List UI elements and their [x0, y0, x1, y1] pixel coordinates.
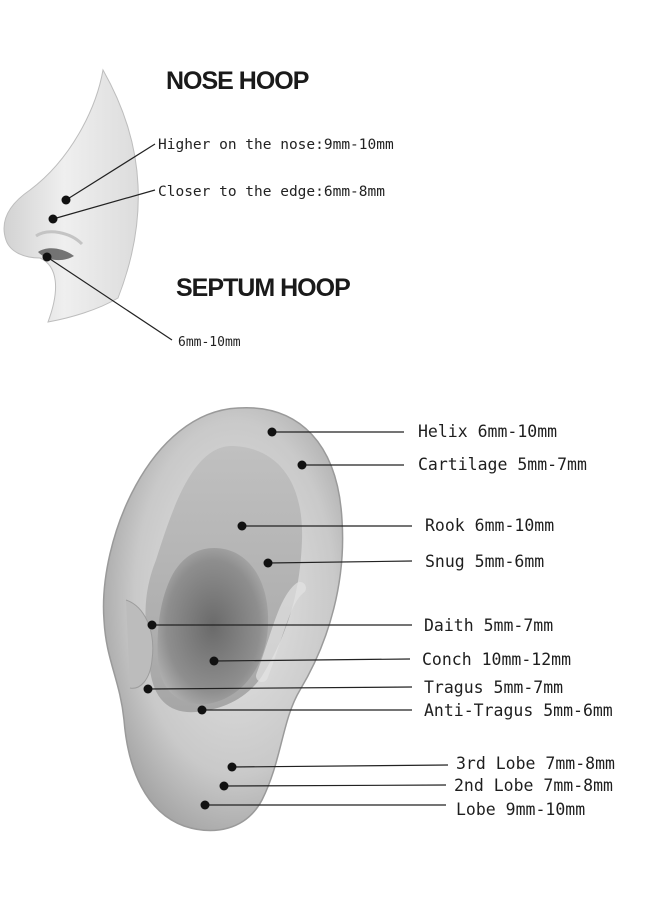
tragus-leader	[147, 686, 413, 690]
second-lobe-leader	[223, 784, 447, 787]
nose-illustration	[3, 68, 139, 323]
snug-leader	[267, 560, 413, 564]
third-lobe-point	[227, 762, 237, 772]
helix-label: Helix 6mm-10mm	[418, 422, 557, 441]
lobe-label: Lobe 9mm-10mm	[456, 800, 585, 819]
helix-point	[267, 427, 277, 437]
conch-label: Conch 10mm-12mm	[422, 650, 571, 669]
nose-high-label: Higher on the nose:9mm-10mm	[158, 137, 394, 153]
septum-point	[42, 252, 52, 262]
rook-label: Rook 6mm-10mm	[425, 516, 554, 535]
daith-point	[147, 620, 157, 630]
ear-illustration	[102, 407, 344, 832]
septum-hoop-title: SEPTUM HOOP	[176, 274, 350, 302]
snug-label: Snug 5mm-6mm	[425, 552, 544, 571]
daith-label: Daith 5mm-7mm	[424, 616, 553, 635]
third-lobe-leader	[231, 764, 449, 768]
nose-edge-label: Closer to the edge:6mm-8mm	[158, 184, 385, 200]
tragus-point	[143, 684, 153, 694]
nose-edge-point	[48, 214, 58, 224]
nose-edge-leader	[52, 189, 156, 220]
anti-tragus-label: Anti-Tragus 5mm-6mm	[424, 701, 613, 720]
tragus-label: Tragus 5mm-7mm	[424, 678, 563, 697]
rook-point	[237, 521, 247, 531]
ear-points: Helix 6mm-10mm Cartilage 5mm-7mm Rook 6m…	[143, 422, 615, 819]
cartilage-point	[297, 460, 307, 470]
nose-high-leader	[65, 143, 156, 201]
second-lobe-label: 2nd Lobe 7mm-8mm	[454, 776, 613, 795]
nose-high-point	[61, 195, 71, 205]
anti-tragus-point	[197, 705, 207, 715]
lobe-point	[200, 800, 210, 810]
septum-label: 6mm-10mm	[178, 335, 241, 350]
septum-leader	[46, 256, 173, 341]
conch-leader	[213, 658, 411, 662]
third-lobe-label: 3rd Lobe 7mm-8mm	[456, 754, 615, 773]
nose-hoop-title: NOSE HOOP	[166, 67, 309, 95]
snug-point	[263, 558, 273, 568]
second-lobe-point	[219, 781, 229, 791]
conch-point	[209, 656, 219, 666]
cartilage-label: Cartilage 5mm-7mm	[418, 455, 587, 474]
